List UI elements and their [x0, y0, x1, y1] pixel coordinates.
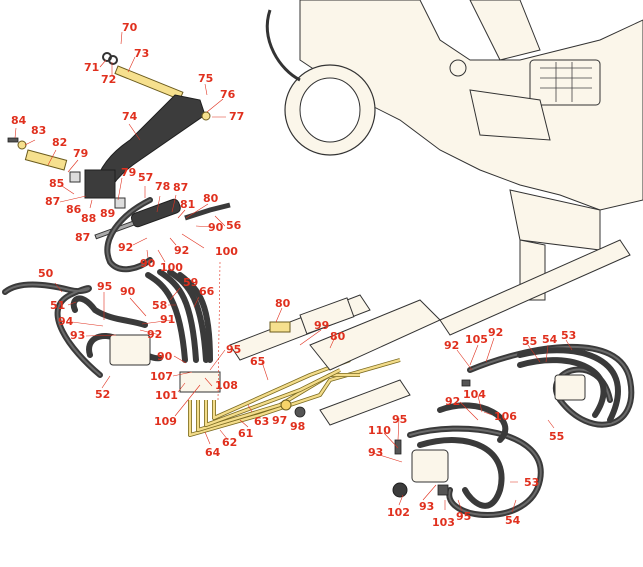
callout-c75: 75	[198, 72, 214, 85]
callout-c79b: 79	[121, 166, 137, 179]
callout-c85: 85	[49, 177, 65, 190]
callout-c54a: 54	[542, 333, 558, 346]
control-console	[529, 59, 601, 106]
callout-c78: 78	[155, 180, 171, 193]
seat	[469, 0, 541, 61]
callout-c95a: 95	[97, 280, 113, 293]
callout-c83: 83	[31, 124, 47, 137]
callout-c80c: 80	[330, 330, 346, 343]
pump-left	[109, 334, 151, 366]
callout-c70: 70	[122, 21, 138, 34]
callout-c99: 99	[314, 319, 330, 332]
callout-c74: 74	[122, 110, 138, 123]
callout-c92c: 92	[147, 328, 163, 341]
callout-c80a: 80	[203, 192, 219, 205]
callout-c95c: 95	[392, 413, 408, 426]
callout-c82: 82	[52, 136, 68, 149]
pin-82	[24, 149, 68, 171]
motor-lower	[411, 449, 449, 483]
callout-c92a: 92	[118, 241, 134, 254]
callout-c65: 65	[250, 355, 266, 368]
callout-c90b: 90	[140, 257, 156, 270]
callout-c104: 104	[463, 388, 486, 401]
callout-c97: 97	[272, 414, 288, 427]
callout-c50: 50	[38, 267, 54, 280]
callout-c107: 107	[150, 370, 173, 383]
callout-c94: 94	[58, 315, 74, 328]
callout-c93b: 93	[368, 446, 384, 459]
callout-c80b: 80	[275, 297, 291, 310]
callout-c95d: 95	[456, 510, 472, 523]
callout-c105: 105	[465, 333, 488, 346]
callout-c100a: 100	[215, 245, 238, 258]
callout-c84: 84	[11, 114, 27, 127]
callout-c62: 62	[222, 436, 238, 449]
callout-c51: 51	[50, 299, 66, 312]
callout-c58: 58	[152, 299, 168, 312]
callout-c108: 108	[215, 379, 238, 392]
fuel-cap	[449, 59, 467, 77]
callout-c102: 102	[387, 506, 410, 519]
callout-c95b: 95	[226, 343, 242, 356]
leader-lines	[14, 31, 573, 513]
callout-c98: 98	[290, 420, 306, 433]
callout-c92b: 92	[174, 244, 190, 257]
callout-c52: 52	[95, 388, 111, 401]
callout-c88: 88	[81, 212, 97, 225]
center-frame	[229, 294, 441, 426]
motor-right	[554, 374, 586, 401]
callout-c66: 66	[199, 285, 215, 298]
lift-cylinder	[94, 197, 231, 273]
callout-c63: 63	[254, 415, 270, 428]
callout-c59: 59	[183, 276, 199, 289]
callout-c79a: 79	[73, 147, 89, 160]
callout-c91: 91	[160, 313, 176, 326]
callout-c76: 76	[220, 88, 236, 101]
callout-c101: 101	[155, 389, 178, 402]
callout-c81: 81	[180, 198, 196, 211]
callout-c87b: 87	[173, 181, 189, 194]
callout-c86: 86	[66, 203, 82, 216]
callout-c64: 64	[205, 446, 221, 459]
callout-c61: 61	[238, 427, 254, 440]
callout-c92d: 92	[444, 339, 460, 352]
callout-c53a: 53	[561, 329, 577, 342]
callout-c55a: 55	[522, 335, 538, 348]
hoses-right	[392, 343, 635, 518]
callout-c87c: 87	[75, 231, 91, 244]
callout-c106: 106	[494, 410, 517, 423]
callout-c90a: 90	[208, 221, 224, 234]
callout-c72: 72	[101, 73, 117, 86]
callout-c92f: 92	[445, 395, 461, 408]
manifold-block	[179, 371, 221, 393]
callout-c109: 109	[154, 415, 177, 428]
callout-c71: 71	[84, 61, 100, 74]
callout-c90c: 90	[120, 285, 136, 298]
callout-c55b: 55	[549, 430, 565, 443]
tractor-body	[265, 0, 643, 336]
callout-c57: 57	[138, 171, 154, 184]
callout-c110: 110	[368, 424, 391, 437]
callout-c89: 89	[100, 207, 116, 220]
callout-c73: 73	[134, 47, 150, 60]
callout-c56: 56	[226, 219, 242, 232]
crossbar	[439, 239, 631, 336]
callout-c90d: 90	[157, 350, 173, 363]
callout-c53b: 53	[524, 476, 540, 489]
callout-c93c: 93	[419, 500, 435, 513]
callout-c103: 103	[432, 516, 455, 529]
callout-c100b: 100	[160, 261, 183, 274]
tube-bundle	[179, 358, 401, 437]
lift-arm	[7, 52, 211, 209]
callout-c77: 77	[229, 110, 245, 123]
callout-c87a: 87	[45, 195, 61, 208]
callout-c54b: 54	[505, 514, 521, 527]
callout-c93a: 93	[70, 329, 86, 342]
callout-c92e: 92	[488, 326, 504, 339]
